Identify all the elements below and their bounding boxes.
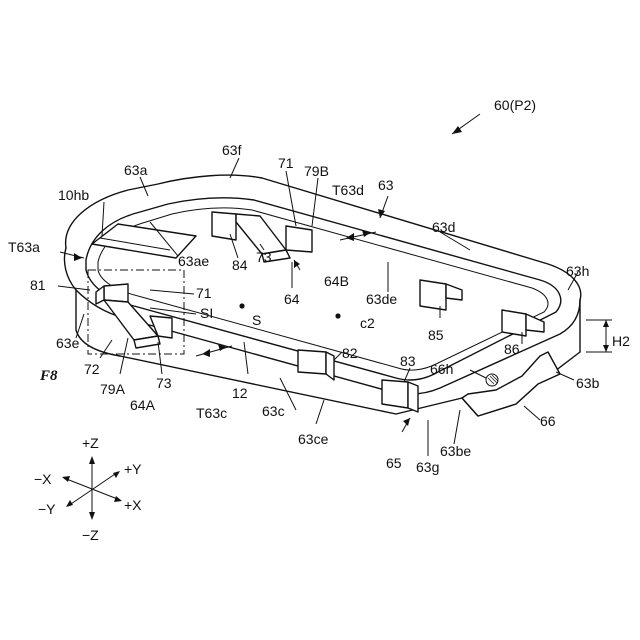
point-c2 (335, 313, 340, 318)
rib-82 (298, 350, 334, 380)
label-82: 82 (342, 345, 358, 361)
label-63c: 63c (262, 403, 285, 419)
label-63ce: 63ce (298, 431, 329, 447)
label-63d: 63d (432, 219, 455, 235)
label-60p2: 60(P2) (494, 97, 536, 113)
label-79b: 79B (304, 163, 329, 179)
label-c2: c2 (360, 315, 375, 331)
rib-83 (382, 380, 418, 412)
label-71-mid: 71 (196, 285, 212, 301)
axis-label-px: +X (124, 497, 142, 513)
label-66: 66 (540, 413, 556, 429)
label-79a: 79A (100, 381, 126, 397)
axis-label-pz: +Z (82, 435, 99, 451)
label-10hb: 10hb (58, 187, 89, 203)
label-h2: H2 (612, 333, 630, 349)
label-s: S (252, 312, 261, 328)
label-85: 85 (428, 327, 444, 343)
label-84: 84 (232, 257, 248, 273)
label-64: 64 (284, 291, 300, 307)
label-86: 86 (504, 341, 520, 357)
rib-64A (96, 284, 172, 348)
label-f8: F8 (39, 368, 58, 384)
label-71-top: 71 (278, 155, 294, 171)
point-s (239, 303, 244, 308)
axis-label-nz: −Z (82, 527, 99, 543)
reference-labels: 60(P2) 63f 63a 71 79B T63d 63 10hb 63d T… (8, 97, 630, 475)
rib-86 (502, 310, 544, 336)
label-t63c: T63c (196, 405, 227, 421)
label-si: SI (200, 305, 213, 321)
label-63e: 63e (56, 335, 80, 351)
label-64a: 64A (130, 397, 156, 413)
label-63f: 63f (222, 142, 242, 158)
label-63b: 63b (576, 375, 600, 391)
label-73-top: 73 (256, 249, 272, 265)
label-83: 83 (400, 353, 416, 369)
label-63de: 63de (366, 291, 397, 307)
label-63h: 63h (566, 263, 589, 279)
axis-label-py: +Y (124, 461, 142, 477)
label-66h: 66h (430, 361, 453, 377)
label-63: 63 (378, 177, 394, 193)
label-63a: 63a (124, 162, 148, 178)
label-81: 81 (30, 277, 46, 293)
label-64b: 64B (324, 273, 349, 289)
label-t63a: T63a (8, 239, 40, 255)
axis-label-nx: −X (34, 471, 52, 487)
label-63ae: 63ae (178, 253, 209, 269)
label-12: 12 (232, 385, 248, 401)
label-63g: 63g (416, 459, 439, 475)
axis-label-ny: −Y (38, 501, 56, 517)
hole-66h (486, 374, 498, 386)
tab-66 (462, 352, 560, 416)
label-73-bottom: 73 (156, 375, 172, 391)
label-63be: 63be (440, 443, 471, 459)
label-65: 65 (386, 455, 402, 471)
label-72: 72 (84, 361, 100, 377)
dimension-h2 (586, 320, 612, 352)
rib-85 (420, 280, 462, 310)
label-t63d: T63d (332, 182, 364, 198)
axes-legend: +Z −Z −X +X +Y −Y (34, 435, 142, 543)
